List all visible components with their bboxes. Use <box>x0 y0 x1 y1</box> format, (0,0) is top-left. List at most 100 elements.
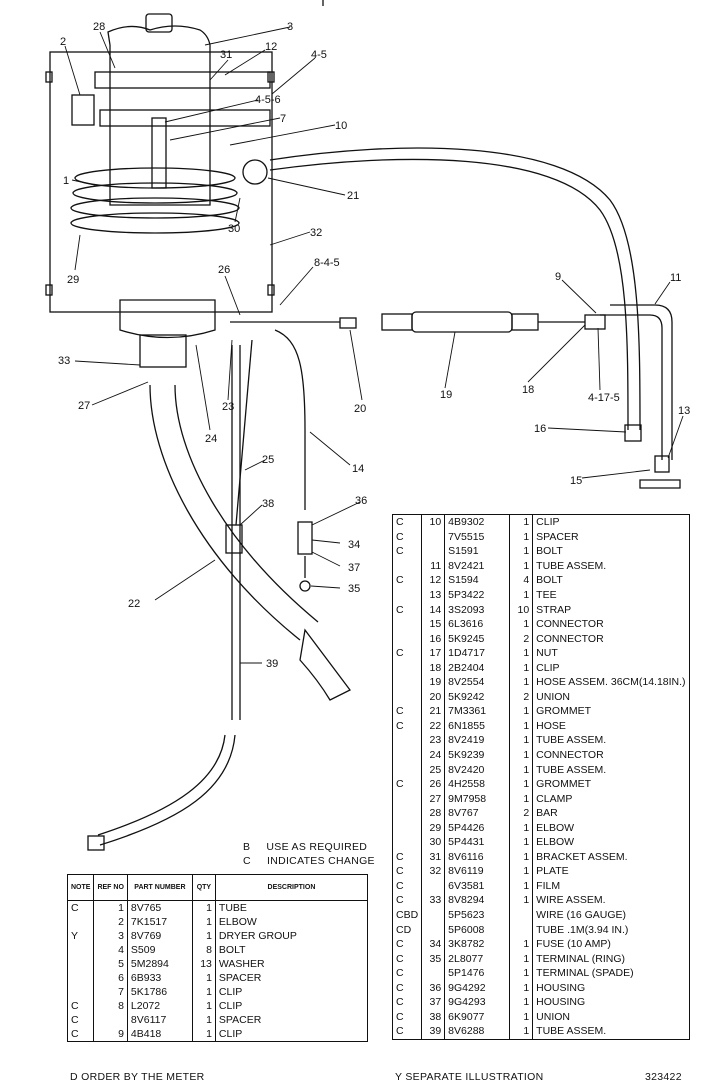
cell-part: 4B418 <box>126 1027 193 1042</box>
cell-part: 5P4431 <box>444 835 510 850</box>
parts-table-left: NOTE REF NO PART NUMBER QTY DESCRIPTION … <box>66 874 369 1042</box>
cell-note: C <box>66 1027 94 1042</box>
callout-1: 1 <box>63 175 69 187</box>
tube-assem-9 <box>600 314 663 460</box>
cell-ref: 39 <box>421 1024 445 1040</box>
tube-39-lower <box>99 734 236 846</box>
cell-description: ELBOW <box>214 915 368 929</box>
cell-ref: 14 <box>421 602 445 617</box>
cell-ref: 30 <box>421 835 445 850</box>
cell-part: S509 <box>126 943 193 957</box>
cell-ref: 6 <box>93 971 128 985</box>
cell-description: HOSE <box>532 718 690 734</box>
cell-qty: 2 <box>509 805 533 821</box>
callout-38: 38 <box>262 498 274 510</box>
bolt-bottom-right <box>267 284 275 296</box>
cell-qty: 1 <box>509 965 533 981</box>
cell-qty: 1 <box>509 864 533 879</box>
cell-ref: 1 <box>93 900 128 915</box>
elbow-left <box>71 94 95 126</box>
cell-ref: 21 <box>421 704 445 719</box>
footer-separate-illustration: Y SEPARATE ILLUSTRATION <box>395 1071 544 1083</box>
coil-tube-1 <box>74 167 236 189</box>
cell-note: C <box>391 951 422 966</box>
cell-qty: 1 <box>509 529 533 545</box>
cell-description: TUBE ASSEM. <box>532 762 690 777</box>
hose-22-left <box>149 384 301 641</box>
callout-12: 12 <box>265 41 277 53</box>
legend-b: B USE AS REQUIRED <box>243 841 367 853</box>
cell-part: 8V6117 <box>126 1013 193 1027</box>
cell-part: 9G4293 <box>444 995 510 1010</box>
tube-39-end <box>87 835 105 851</box>
cell-qty: 1 <box>509 616 533 632</box>
cell-qty: 1 <box>191 915 216 929</box>
cell-description: CLAMP <box>532 791 690 806</box>
cell-part: 5M2894 <box>126 957 193 971</box>
cell-qty: 1 <box>509 733 533 748</box>
cell-note: C <box>391 878 422 894</box>
cell-description: FUSE (10 AMP) <box>532 936 690 952</box>
cell-description: BOLT <box>214 943 368 957</box>
cell-qty: 2 <box>509 689 533 705</box>
cell-description: WASHER <box>214 957 368 971</box>
cell-part: 2L8077 <box>444 951 510 966</box>
cell-part: 6L3616 <box>444 616 510 632</box>
cell-description: TUBE <box>214 900 368 915</box>
tube-assem-11-outer <box>269 147 641 431</box>
cell-qty: 1 <box>191 1013 216 1027</box>
cell-part: 3K8782 <box>444 936 510 952</box>
cell-ref: 12 <box>421 573 445 588</box>
cell-ref: 25 <box>421 762 445 777</box>
dryer-cap <box>145 13 173 33</box>
cell-note: Y <box>66 929 94 943</box>
cell-ref: 32 <box>421 864 445 879</box>
legend-b-text: USE AS REQUIRED <box>266 841 368 853</box>
cell-note <box>391 689 422 705</box>
cell-ref: 35 <box>421 951 445 966</box>
cell-note: C <box>391 965 422 981</box>
coil-tube-3 <box>70 197 240 219</box>
coil-tube-4 <box>70 212 240 234</box>
header-ref: REF NO <box>93 874 128 901</box>
dryer-cylinder <box>107 25 211 206</box>
cell-qty: 1 <box>509 893 533 908</box>
cell-note: C <box>391 995 422 1010</box>
cell-description: HOSE ASSEM. 36CM(14.18IN.) <box>532 675 690 690</box>
cell-qty: 1 <box>509 936 533 952</box>
cell-part: 3S2093 <box>444 602 510 617</box>
cell-part: 4H2558 <box>444 776 510 792</box>
union-20 <box>339 317 357 329</box>
cell-qty: 1 <box>509 951 533 966</box>
cell-ref: 33 <box>421 893 445 908</box>
cell-qty <box>509 922 533 937</box>
cell-part: 8V8294 <box>444 893 510 908</box>
bolt-top-left <box>45 71 53 83</box>
cell-part: 4B9302 <box>444 514 510 530</box>
cell-description: SPACER <box>214 1013 368 1027</box>
cell-part: L2072 <box>126 999 193 1013</box>
cell-qty <box>509 907 533 923</box>
ring-terminal-35 <box>299 580 311 592</box>
cell-qty: 1 <box>509 645 533 661</box>
cell-ref: 27 <box>421 791 445 806</box>
cell-ref <box>421 922 445 937</box>
callout-7: 7 <box>280 113 286 125</box>
cell-ref: 8 <box>93 999 128 1013</box>
cell-description: NUT <box>532 645 690 661</box>
callout-4-5-6: 4-5-6 <box>255 94 281 106</box>
